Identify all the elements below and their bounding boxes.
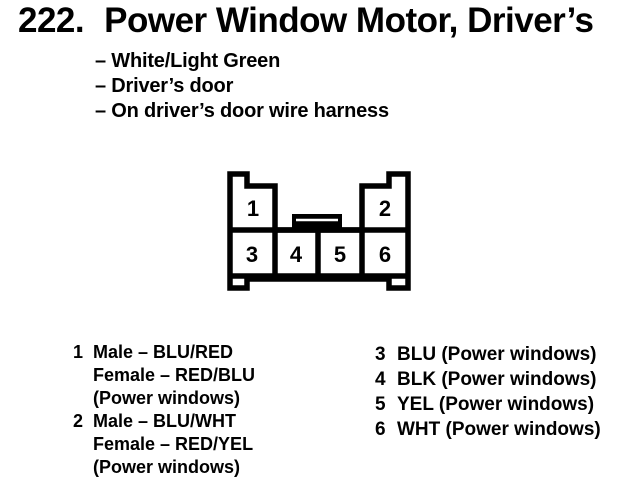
component-notes: – White/Light Green – Driver’s door – On… <box>95 49 389 124</box>
pin-desc-line: BLU (Power windows) <box>397 344 597 365</box>
note-location: – Driver’s door <box>95 75 234 97</box>
pinout-entry-pin3: 3 BLU (Power windows) <box>375 342 601 367</box>
pin-desc-line: (Power windows) <box>93 457 241 477</box>
connector-diagram: 1 2 3 4 5 6 <box>227 171 411 291</box>
pin-desc-line: Male – BLU/WHT <box>93 411 237 431</box>
pinout-list-right: 3 BLU (Power windows) 4 BLK (Power windo… <box>375 342 601 442</box>
pin-5-label: 5 <box>334 242 346 267</box>
pin-description: Male – BLU/WHT Female – RED/YEL (Power w… <box>93 410 253 479</box>
note-harness: – On driver’s door wire harness <box>95 100 389 122</box>
pinout-entry-pin4: 4 BLK (Power windows) <box>375 367 601 392</box>
pinout-entry-pin5: 5 YEL (Power windows) <box>375 392 601 417</box>
pin-desc-line: YEL (Power windows) <box>397 394 595 415</box>
pin-number: 4 <box>375 369 386 390</box>
page-title: Power Window Motor, Driver’s <box>104 1 594 40</box>
pin-number: 3 <box>375 344 386 365</box>
pinout-entry-pin2: 2 Male – BLU/WHT Female – RED/YEL (Power… <box>73 410 255 479</box>
latch-tab <box>292 214 342 231</box>
pin-1-label: 1 <box>247 196 259 221</box>
pin-number: 5 <box>375 394 386 415</box>
section-number: 222. <box>18 1 85 40</box>
pin-4-label: 4 <box>290 242 303 267</box>
pin-desc-line: (Power windows) <box>93 388 241 408</box>
pin-6-label: 6 <box>379 242 391 267</box>
pin-desc-line: Female – RED/YEL <box>93 434 254 454</box>
pin-number: 6 <box>375 419 386 440</box>
section-heading: 222. Power Window Motor, Driver’s <box>18 0 594 42</box>
pinout-list-left: 1 Male – BLU/RED Female – RED/BLU (Power… <box>73 341 255 479</box>
pinout-entry-pin6: 6 WHT (Power windows) <box>375 417 601 442</box>
pin-number: 1 <box>73 342 84 362</box>
pin-description: Male – BLU/RED Female – RED/BLU (Power w… <box>93 341 255 410</box>
pin-desc-line: BLK (Power windows) <box>397 369 597 390</box>
pin-desc-line: Male – BLU/RED <box>93 342 234 362</box>
note-wire-color: – White/Light Green <box>95 50 281 72</box>
pin-3-label: 3 <box>246 242 258 267</box>
pin-desc-line: Female – RED/BLU <box>93 365 256 385</box>
pin-desc-line: WHT (Power windows) <box>397 419 601 440</box>
pin-2-label: 2 <box>379 196 391 221</box>
pin-number: 2 <box>73 411 84 431</box>
pinout-entry-pin1: 1 Male – BLU/RED Female – RED/BLU (Power… <box>73 341 255 410</box>
